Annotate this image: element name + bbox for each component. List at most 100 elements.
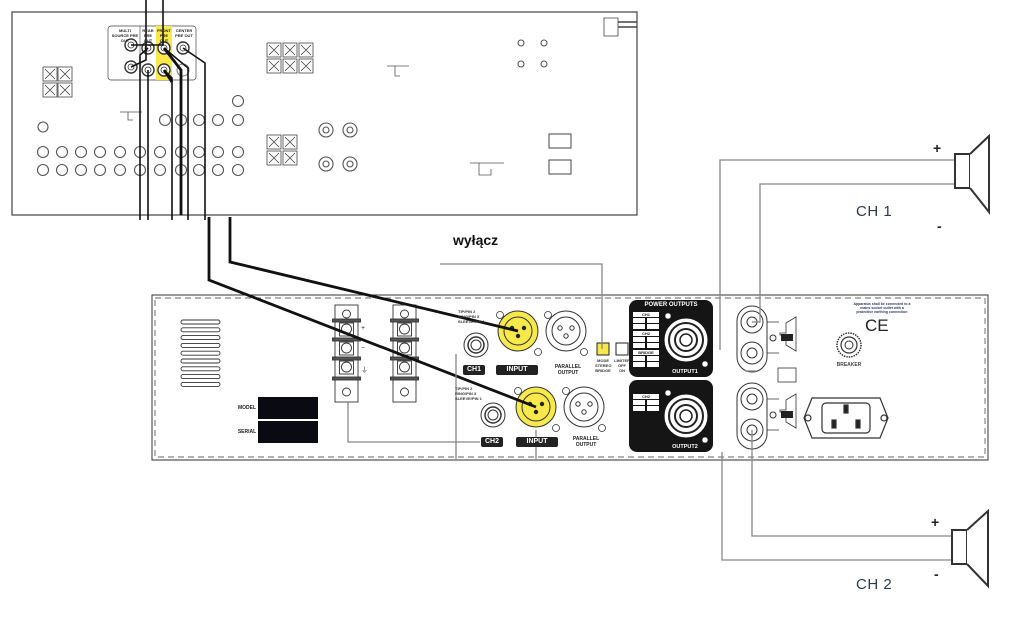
input-label-ch1: INPUT xyxy=(496,365,538,375)
terminal-screw xyxy=(341,361,352,373)
vent-slot xyxy=(180,319,221,325)
speaker-ch1-minus: - xyxy=(937,218,942,234)
rca-jack xyxy=(36,145,50,159)
xlr-note-sleeve: SLEEVE/PIN 1 xyxy=(458,319,485,324)
ch1-speaker-tag xyxy=(781,334,793,341)
binding-posts xyxy=(736,305,797,450)
rca-jack xyxy=(113,163,127,177)
xlr-note-sleeve: SLEEVE/PIN 1 xyxy=(455,396,482,401)
cables-receiver xyxy=(130,0,206,220)
rca-jack xyxy=(153,163,167,177)
mode-option-bridge: BRIDGE xyxy=(595,368,611,373)
xlr-notes-ch2: TIP/PIN 2 RING/PIN 3 SLEEVE/PIN 1 xyxy=(455,386,482,401)
rca-jack xyxy=(55,145,69,159)
receiver-speaker-terminals xyxy=(42,42,314,166)
xlr-note-tip: TIP/PIN 2 xyxy=(458,309,476,314)
mode-switch-label: MODE STEREO BRIDGE xyxy=(595,358,611,373)
ce-mark: CE xyxy=(865,316,889,335)
terminal-divider xyxy=(390,318,419,323)
binding-post-center xyxy=(746,347,758,359)
pin-table-ch1-title: CH1 xyxy=(641,312,650,317)
terminal-strips xyxy=(332,304,419,403)
terminal-screw xyxy=(399,342,410,354)
warning-text: Apparatus shall be connected to a mains … xyxy=(853,302,911,314)
speaker-ch2-label: CH 2 xyxy=(856,576,893,593)
terminal-screw xyxy=(399,323,410,335)
power-outputs-block xyxy=(629,300,713,452)
mode-title: MODE xyxy=(597,358,609,363)
speaker-ch2-minus: - xyxy=(934,566,939,582)
terminal-screw xyxy=(341,342,352,354)
vent-slot xyxy=(180,350,221,356)
limiter-switch[interactable] xyxy=(615,342,629,356)
pin-table-ch2-title: CH2 xyxy=(641,331,650,336)
rca-jack xyxy=(231,163,245,177)
model-badge xyxy=(258,397,318,419)
xlr-notes-ch1: TIP/PIN 2 RING/PIN 3 SLEEVE/PIN 1 xyxy=(458,309,485,324)
grey-routing-lines xyxy=(347,159,958,561)
xlr-note-tip: TIP/PIN 2 xyxy=(455,386,473,391)
mode-switch[interactable] xyxy=(596,342,610,356)
vent-slot xyxy=(180,358,221,364)
terminal-divider xyxy=(332,318,361,323)
rca-jack xyxy=(113,145,127,159)
rca-jack xyxy=(74,145,88,159)
mode-option-stereo: STEREO xyxy=(595,363,612,368)
terminal-divider xyxy=(390,337,419,342)
vent-slot xyxy=(180,335,221,341)
terminal-screw xyxy=(342,309,351,319)
rca-jack xyxy=(211,145,225,159)
serial-label: SERIAL xyxy=(237,429,257,435)
front-pre-out-label: FRONT PRE OUT xyxy=(157,28,171,43)
terminal-screw xyxy=(399,361,410,373)
limiter-title: LIMITER xyxy=(614,358,630,363)
pin-table-out2-title: CH2 xyxy=(641,394,650,399)
vent-slot xyxy=(180,381,221,387)
rca-jack xyxy=(192,145,206,159)
input-label-ch2: INPUT xyxy=(516,437,558,447)
model-label: MODEL xyxy=(237,405,257,411)
rca-jack xyxy=(36,163,50,177)
vent-slot xyxy=(180,374,221,380)
cables-thick xyxy=(162,47,537,409)
terminal-screw xyxy=(400,309,409,319)
rca-jack xyxy=(153,145,167,159)
rear-pre-out-label: REAR PRE OUT xyxy=(142,28,154,43)
terminal-divider xyxy=(332,356,361,361)
xlr-parallel-output-ch1 xyxy=(544,310,588,356)
jack-sockets xyxy=(463,332,506,428)
rca-jack xyxy=(74,163,88,177)
ch2-tag: CH2 xyxy=(481,437,503,447)
output1-label: OUTPUT1 xyxy=(672,369,698,375)
speaker-ch2-plus: + xyxy=(931,514,940,530)
xlr-input-ch2 xyxy=(514,386,560,432)
binding-post-center xyxy=(746,393,758,405)
vent-slot xyxy=(180,366,221,372)
parallel-output-label-ch1: PARALLEL OUTPUT xyxy=(554,364,582,376)
rca-jack xyxy=(231,145,245,159)
terminal-screw xyxy=(342,387,351,397)
xlr-note-ring: RING/PIN 3 xyxy=(455,391,477,396)
ch1-tag: CH1 xyxy=(463,365,485,375)
speaker-ch1-label: CH 1 xyxy=(856,203,893,220)
rca-jack xyxy=(93,145,107,159)
limiter-option-off: OFF xyxy=(618,363,626,368)
terminal-screw xyxy=(400,387,409,397)
multi-source-pre-out-label: MULTI SOURCE PRE OUT xyxy=(111,28,139,43)
ch2-speaker-tag xyxy=(781,411,793,418)
xlr-note-ring: RING/PIN 3 xyxy=(458,314,480,319)
breaker[interactable] xyxy=(836,332,862,358)
terminal-plus-mark: + xyxy=(361,325,366,332)
vent-slot xyxy=(180,342,221,348)
rca-jack xyxy=(192,163,206,177)
pin-table-bridge-title: BRIDGE xyxy=(638,350,654,355)
limiter-switch-label: LIMITER OFF ON xyxy=(613,358,631,373)
terminal-minus-mark: − xyxy=(361,345,366,352)
speaker-ch1-plus: + xyxy=(933,140,942,156)
iec-power-inlet xyxy=(803,397,889,439)
rca-jack xyxy=(93,163,107,177)
speaker-ch1 xyxy=(954,133,990,215)
xlr-parallel-output-ch2 xyxy=(562,386,606,432)
terminal-divider xyxy=(332,376,361,381)
